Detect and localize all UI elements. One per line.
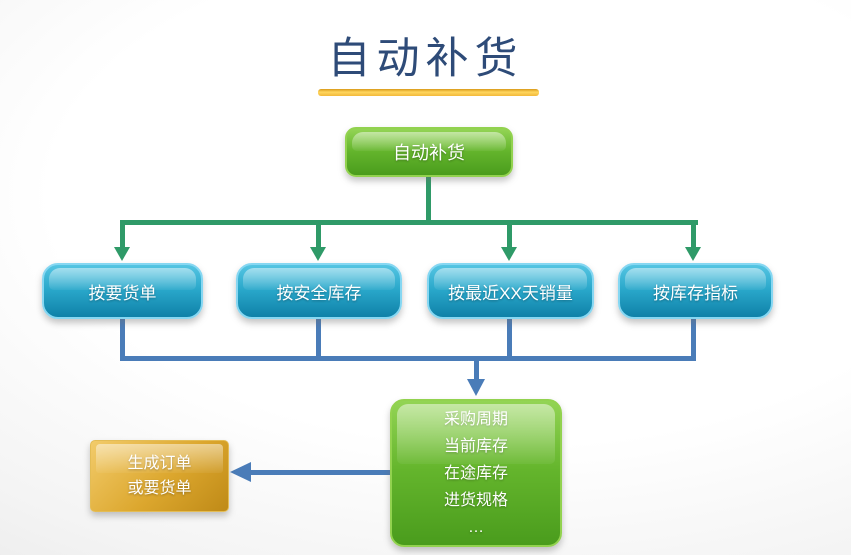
connector-blue-output-line xyxy=(250,470,391,475)
node-method-requisition: 按要货单 xyxy=(42,263,203,319)
connector-blue-riser-2 xyxy=(316,318,321,361)
connector-blue-riser-1 xyxy=(120,318,125,361)
connector-arrowhead-down-2 xyxy=(310,247,326,261)
slide-title: 自动补货 xyxy=(327,34,524,84)
factor-line: 当前库存 xyxy=(443,437,508,455)
node-auto-replenish-root: 自动补货 xyxy=(345,127,513,177)
factor-line: 进货规格 xyxy=(443,491,508,509)
connector-blue-stub xyxy=(474,361,479,379)
connector-arrowhead-down-factors xyxy=(467,379,485,396)
node-label: 按库存指标 xyxy=(653,283,738,303)
node-label: 按要货单 xyxy=(88,283,157,303)
node-label: 按最近XX天销量 xyxy=(448,283,573,303)
connector-blue-hbar xyxy=(120,356,696,361)
connector-blue-riser-3 xyxy=(507,318,512,361)
connector-green-drop-3 xyxy=(507,225,512,248)
factor-line: … xyxy=(468,518,484,536)
factor-line: 在途库存 xyxy=(443,464,508,482)
output-line: 生成订单 xyxy=(127,455,192,472)
connector-arrowhead-down-1 xyxy=(114,247,130,261)
node-method-stock-index: 按库存指标 xyxy=(618,263,773,319)
connector-arrowhead-down-4 xyxy=(685,247,701,261)
node-method-safety-stock: 按安全库存 xyxy=(236,263,402,319)
connector-green-drop-2 xyxy=(316,225,321,248)
node-factors: 采购周期 当前库存 在途库存 进货规格 … xyxy=(390,399,562,547)
factor-line: 采购周期 xyxy=(443,410,508,428)
node-label: 按安全库存 xyxy=(276,283,362,303)
connector-arrowhead-left-output xyxy=(230,462,251,482)
connector-green-hbar xyxy=(120,220,698,225)
node-method-recent-sales: 按最近XX天销量 xyxy=(427,263,594,319)
connector-blue-riser-4 xyxy=(691,318,696,361)
title-underline xyxy=(318,89,539,96)
node-output-order: 生成订单 或要货单 xyxy=(90,440,229,512)
connector-green-drop-4 xyxy=(691,225,696,248)
output-line: 或要货单 xyxy=(127,480,192,497)
connector-green-trunk xyxy=(426,175,431,222)
node-label: 自动补货 xyxy=(393,143,465,163)
connector-arrowhead-down-3 xyxy=(501,247,517,261)
connector-green-drop-1 xyxy=(120,225,125,248)
